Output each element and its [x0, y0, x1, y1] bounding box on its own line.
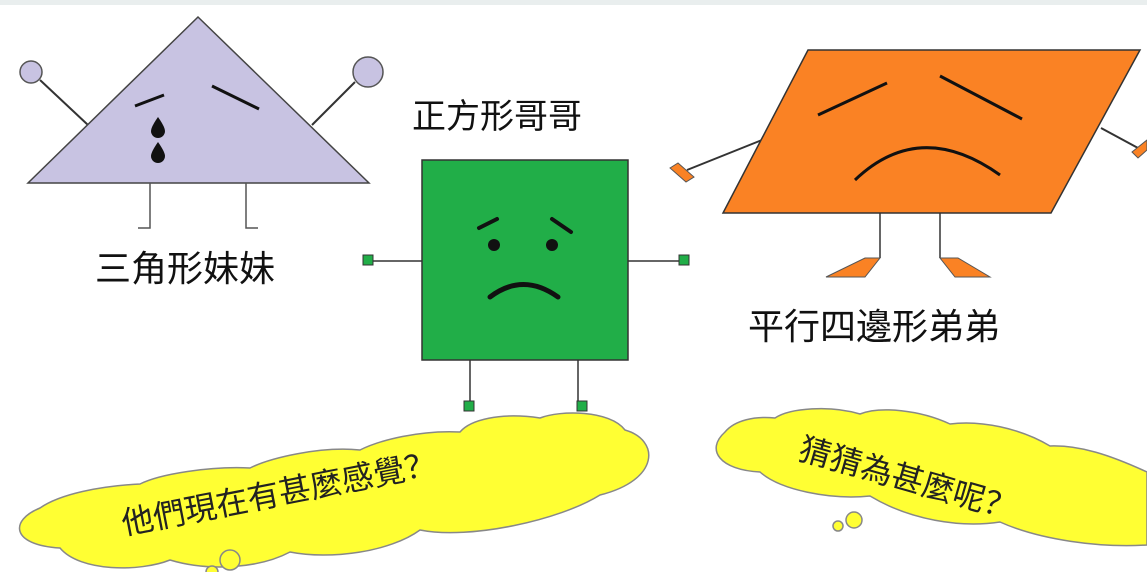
- square-right-eye: [546, 239, 558, 251]
- triangle-left-eyebrow: [134, 93, 165, 108]
- triangle-label: 三角形妹妹: [95, 249, 276, 290]
- parallelogram-right-foot: [938, 257, 992, 278]
- triangle-character: [19, 15, 384, 229]
- triangle-left-arm: [39, 79, 89, 126]
- parallelogram-right-arm: [1100, 127, 1139, 149]
- square-left-foot: [463, 400, 475, 412]
- triangle-left-hand: [19, 60, 43, 84]
- parallelogram-left-eyebrow: [817, 81, 888, 117]
- triangle-right-leg: [245, 183, 258, 229]
- triangle-body: [26, 15, 371, 184]
- square-left-eye: [488, 239, 500, 251]
- left-thought-cloud: [18, 412, 650, 572]
- parallelogram-left-foot: [825, 257, 882, 278]
- square-character: [362, 159, 690, 412]
- square-label: 正方形哥哥: [412, 97, 582, 137]
- square-right-eyebrow: [550, 217, 573, 234]
- parallelogram-right-hand: [1131, 139, 1147, 159]
- triangle-right-hand: [352, 56, 384, 88]
- parallelogram-left-arm: [686, 139, 763, 171]
- square-right-foot: [576, 400, 588, 412]
- left-cloud-shape: [18, 412, 650, 569]
- triangle-left-leg: [138, 183, 151, 229]
- right-cloud-puff: [845, 511, 863, 529]
- square-left-hand: [362, 254, 374, 266]
- square-left-eyebrow: [477, 217, 499, 230]
- parallelogram-left-hand: [669, 162, 695, 183]
- top-border: [0, 0, 1147, 5]
- left-cloud-puff: [205, 565, 219, 572]
- triangle-right-arm: [311, 81, 356, 126]
- right-cloud-puff: [832, 520, 844, 532]
- parallelogram-right-eyebrow: [939, 74, 1023, 121]
- right-cloud-shape: [715, 407, 1147, 547]
- left-cloud-puff: [219, 549, 241, 571]
- parallelogram-label: 平行四邊形弟弟: [748, 307, 1001, 348]
- triangle-tear-drop: [151, 117, 165, 138]
- square-frown: [487, 282, 561, 300]
- square-body: [421, 159, 629, 361]
- right-thought-cloud: [715, 407, 1147, 547]
- triangle-right-eyebrow: [211, 84, 260, 111]
- parallelogram-character: [669, 49, 1147, 278]
- triangle-tear-drop: [151, 142, 165, 163]
- square-right-hand: [678, 254, 690, 266]
- parallelogram-frown: [853, 146, 1001, 182]
- parallelogram-body: [721, 49, 1142, 214]
